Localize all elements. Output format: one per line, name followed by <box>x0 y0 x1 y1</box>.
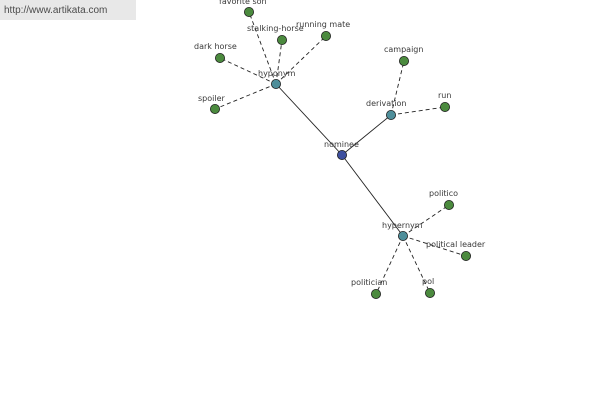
watermark-url: http://www.artikata.com <box>0 0 136 20</box>
edge-nominee-derivation <box>341 114 392 156</box>
node-label-political-leader: political leader <box>426 240 486 249</box>
edge-hyponym-stalking-horse <box>275 39 283 85</box>
node-dot-dark-horse[interactable] <box>214 53 225 64</box>
node-politico[interactable]: politico <box>429 189 458 210</box>
node-dot-nominee[interactable] <box>336 149 347 160</box>
edge-hyponym-spoiler <box>214 83 277 110</box>
edge-hyponym-dark-horse <box>219 57 277 85</box>
node-label-run: run <box>438 91 451 100</box>
node-dot-hyponym[interactable] <box>270 79 281 90</box>
node-label-campaign: campaign <box>384 45 423 54</box>
node-dot-pol[interactable] <box>424 287 435 298</box>
graph-edges <box>214 11 467 295</box>
node-dot-stalking-horse[interactable] <box>276 35 287 46</box>
node-hyponym[interactable]: hyponym <box>258 69 296 90</box>
node-label-running-mate: running mate <box>296 20 350 29</box>
node-hypernym[interactable]: hypernym <box>382 221 423 241</box>
node-favorite-son[interactable]: favorite son <box>219 0 267 17</box>
node-dot-derivation[interactable] <box>385 110 396 121</box>
node-label-favorite-son: favorite son <box>219 0 267 6</box>
node-label-hyponym: hyponym <box>258 69 296 78</box>
node-label-dark-horse: dark horse <box>194 42 237 51</box>
edge-nominee-hypernym <box>341 154 404 237</box>
node-label-spoiler: spoiler <box>198 94 226 103</box>
node-nominee[interactable]: nominee <box>324 140 359 160</box>
node-spoiler[interactable]: spoiler <box>198 94 226 115</box>
node-campaign[interactable]: campaign <box>384 45 423 67</box>
node-dot-politico[interactable] <box>443 199 454 210</box>
node-political-leader[interactable]: political leader <box>426 240 486 261</box>
node-dot-run[interactable] <box>439 102 450 113</box>
node-dot-campaign[interactable] <box>398 56 409 67</box>
edge-hypernym-pol <box>402 235 431 294</box>
edge-derivation-campaign <box>390 60 405 116</box>
node-label-nominee: nominee <box>324 140 359 149</box>
node-running-mate[interactable]: running mate <box>296 20 350 41</box>
node-run[interactable]: run <box>438 91 451 113</box>
node-label-derivation: derivation <box>366 99 406 108</box>
node-label-stalking-horse: stalking-horse <box>247 24 304 33</box>
edge-hyponym-running-mate <box>275 35 327 85</box>
edge-hyponym-favorite-son <box>248 11 277 85</box>
edge-hypernym-politico <box>402 204 450 237</box>
node-label-hypernym: hypernym <box>382 221 423 230</box>
node-dot-political-leader[interactable] <box>460 250 471 261</box>
node-dark-horse[interactable]: dark horse <box>194 42 237 64</box>
node-label-pol: pol <box>422 277 434 286</box>
node-dot-hypernym[interactable] <box>397 230 408 241</box>
node-dot-favorite-son[interactable] <box>243 7 254 17</box>
node-dot-politician[interactable] <box>370 288 381 299</box>
edge-hypernym-politician <box>375 235 404 295</box>
node-politician[interactable]: politician <box>351 278 387 299</box>
edge-derivation-run <box>390 106 446 116</box>
node-stalking-horse[interactable]: stalking-horse <box>247 24 304 46</box>
node-pol[interactable]: pol <box>422 277 435 298</box>
node-derivation[interactable]: derivation <box>366 99 406 121</box>
node-dot-spoiler[interactable] <box>209 104 220 115</box>
node-dot-running-mate[interactable] <box>320 30 331 41</box>
node-label-politico: politico <box>429 189 458 198</box>
node-label-politician: politician <box>351 278 387 287</box>
edge-nominee-hyponym <box>275 83 343 156</box>
